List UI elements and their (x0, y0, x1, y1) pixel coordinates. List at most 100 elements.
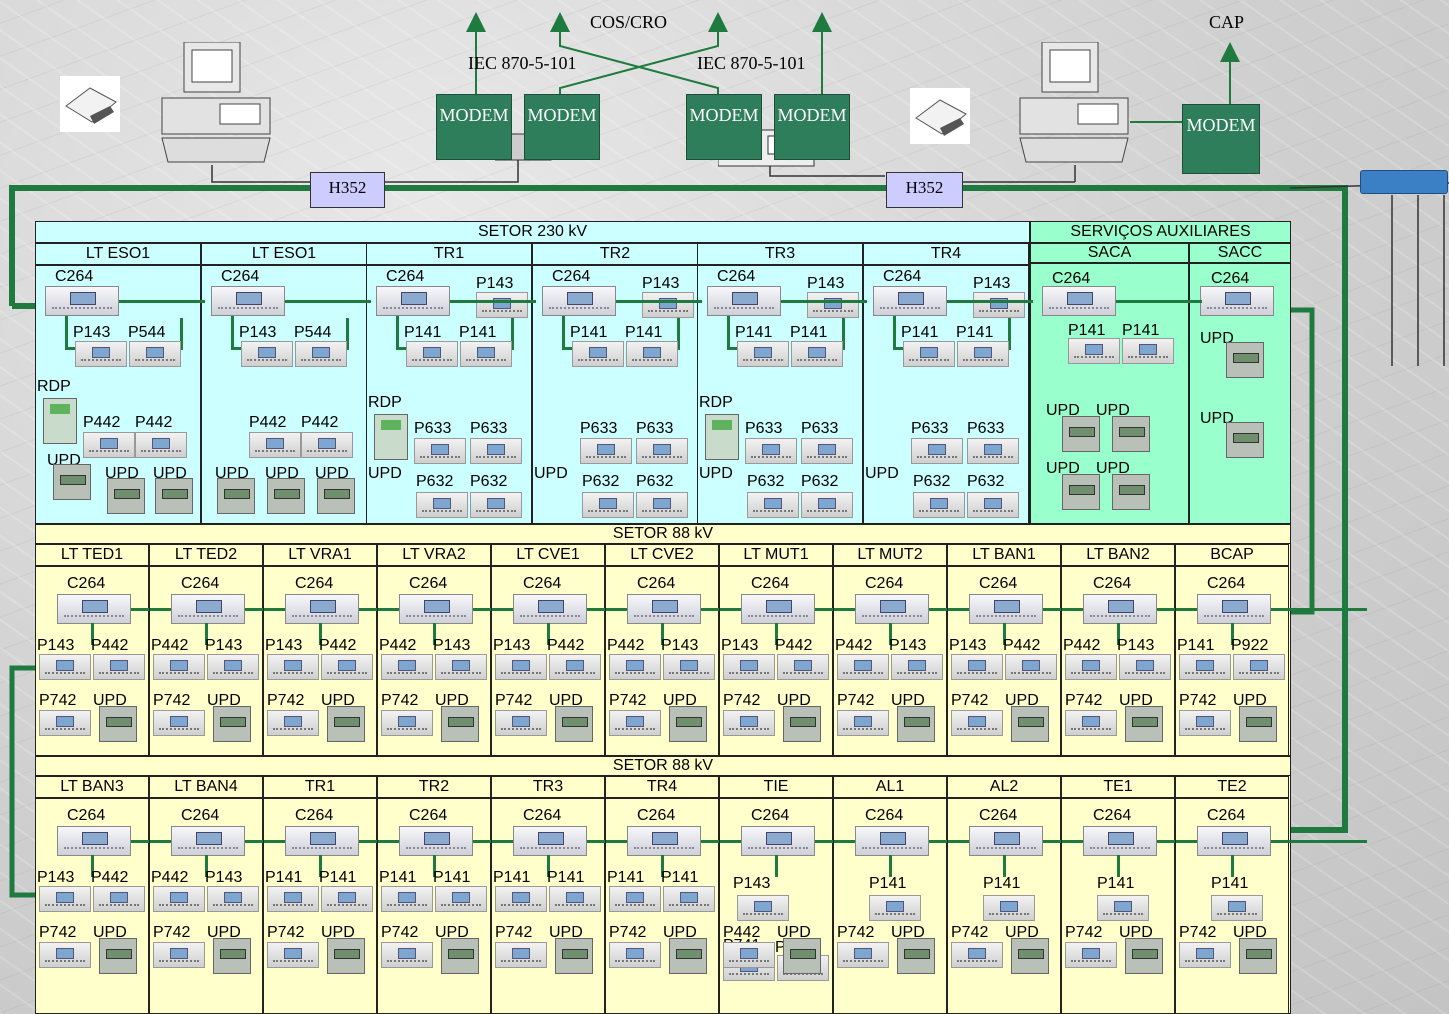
bus-link (91, 623, 94, 645)
upd-label: UPD (891, 924, 925, 941)
c264-device (741, 594, 815, 624)
upd-device (155, 478, 193, 514)
bus-link (65, 316, 68, 350)
relay-device (381, 886, 433, 912)
relay-device (747, 492, 799, 518)
c264-label: C264 (883, 268, 922, 285)
c264-device (542, 286, 616, 316)
c264-device (399, 594, 473, 624)
sector-aux-title: SERVIÇOS AUXILIARES (1030, 221, 1291, 243)
upd-device (99, 706, 137, 742)
relay-device (381, 710, 433, 736)
bay-column (149, 566, 263, 756)
upd-label: UPD (265, 465, 299, 482)
upd-label: UPD (315, 465, 349, 482)
c264-label: C264 (67, 575, 106, 592)
relay-label: P141 (1122, 322, 1160, 339)
bay-header: TR2 (377, 776, 491, 798)
relay-device (93, 654, 145, 680)
relay-label: P442 (151, 869, 189, 886)
relay-label: P742 (39, 692, 77, 709)
bay-column (1030, 263, 1189, 524)
sector-88kv-a-title: SETOR 88 kV (35, 524, 1291, 544)
relay-label: P143 (239, 324, 277, 341)
relay-device (723, 942, 775, 968)
relay-label: P143 (721, 637, 759, 654)
relay-device (807, 292, 859, 318)
relay-label: P544 (294, 324, 332, 341)
bus-link (562, 347, 574, 350)
c264-label: C264 (1207, 575, 1246, 592)
relay-device (295, 341, 347, 367)
laptop-icon (60, 76, 120, 132)
bus-link (396, 347, 408, 350)
bus-link (775, 855, 778, 877)
bus-link (511, 318, 514, 350)
modem: MODEM (686, 94, 762, 160)
relay-device (801, 492, 853, 518)
rdp-device (374, 414, 408, 460)
relay-label: P544 (128, 324, 166, 341)
upd-label: UPD (93, 692, 127, 709)
relay-label: P632 (416, 473, 454, 490)
relay-label: P742 (951, 924, 989, 941)
bus-link (231, 347, 243, 350)
rdp-device (43, 398, 77, 444)
upd-label: UPD (93, 924, 127, 941)
label-iec-left: IEC 870-5-101 (468, 53, 577, 73)
c264-device (969, 826, 1043, 856)
relay-label: P141 (983, 875, 1021, 892)
bus-link (180, 318, 183, 350)
upd-device (1062, 474, 1100, 510)
relay-device (967, 492, 1019, 518)
rdp-label: RDP (368, 394, 402, 411)
upd-device (897, 706, 935, 742)
relay-label: P922 (1231, 637, 1269, 654)
relay-label: P632 (582, 473, 620, 490)
relay-label: P143 (265, 637, 303, 654)
c264-label: C264 (637, 575, 676, 592)
c264-label: C264 (751, 807, 790, 824)
relay-label: P742 (837, 692, 875, 709)
upd-label: UPD (1005, 692, 1039, 709)
relay-label: P442 (151, 637, 189, 654)
bay-header: LT ESO1 (35, 243, 201, 265)
gateway-h352: H352 (886, 172, 963, 208)
c264-device (513, 594, 587, 624)
upd-label: UPD (1096, 460, 1130, 477)
bus-link (889, 623, 892, 645)
c264-label: C264 (181, 575, 220, 592)
relay-device (1122, 338, 1174, 364)
relay-label: P143 (493, 637, 531, 654)
c264-device (707, 286, 781, 316)
rdp-label: RDP (699, 394, 733, 411)
modem: MODEM (524, 94, 600, 160)
bay-header: LT CVE2 (605, 544, 719, 566)
c264-device (513, 826, 587, 856)
relay-label: P141 (869, 875, 907, 892)
bus-link (947, 300, 1033, 303)
c264-device (45, 286, 119, 316)
c264-label: C264 (409, 575, 448, 592)
relay-label: P633 (414, 420, 452, 437)
upd-label: UPD (1233, 924, 1267, 941)
relay-device (321, 886, 373, 912)
bay-header: TIE (719, 776, 833, 798)
relay-device (951, 710, 1003, 736)
c264-label: C264 (221, 268, 260, 285)
relay-device (572, 341, 624, 367)
bus-link (1003, 855, 1006, 877)
relay-label: P632 (967, 473, 1005, 490)
upd-device (1239, 938, 1277, 974)
relay-label: P143 (205, 869, 243, 886)
bay-column (1189, 263, 1291, 524)
relay-device (891, 654, 943, 680)
upd-device (555, 706, 593, 742)
upd-label: UPD (321, 924, 355, 941)
upd-label: UPD (534, 465, 568, 482)
upd-label: UPD (549, 692, 583, 709)
upd-device (107, 478, 145, 514)
upd-label: UPD (105, 465, 139, 482)
bay-header: AL1 (833, 776, 947, 798)
relay-label: P442 (775, 637, 813, 654)
